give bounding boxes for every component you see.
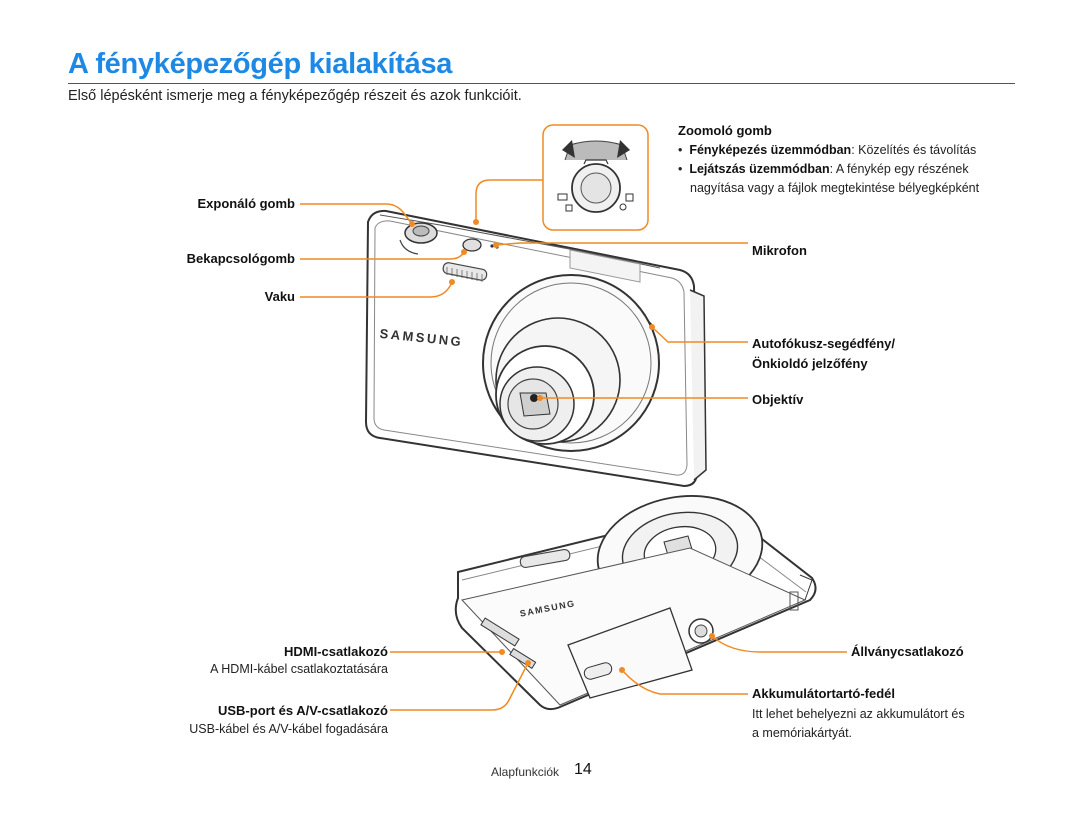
title-rule (68, 83, 1015, 84)
camera-bottom: SAMSUNG (454, 495, 817, 711)
zoom-button-label: Zoomoló gomb (678, 123, 772, 138)
zoom-bullet-playback-bold: Lejátszás üzemmódban (689, 162, 830, 176)
af-assist-lamp-label: Autofókusz-segédfény/ (752, 336, 896, 351)
zoom-bullet-shooting-bold: Fényképezés üzemmódban (689, 143, 852, 157)
zoom-bullet-playback-text: : A fénykép egy részének (829, 162, 969, 176)
zoom-bullet-playback: • Lejátszás üzemmódban: A fénykép egy ré… (678, 162, 969, 176)
callout-dots (409, 219, 715, 673)
battery-cover-label: Akkumulátortartó-fedél (752, 686, 896, 701)
tripod-mount-label: Állványcsatlakozó (851, 644, 964, 659)
zoom-dial-inset (542, 124, 649, 231)
battery-cover-desc-2: a memóriakártyát. (752, 726, 853, 740)
callout-lines (300, 179, 847, 711)
page-number: 14 (574, 761, 592, 778)
hdmi-port-label: HDMI-csatlakozó (283, 644, 388, 659)
camera-front: SAMSUNG (364, 209, 707, 488)
usb-av-port-desc: USB-kábel és A/V-kábel fogadására (189, 722, 388, 736)
microphone-label: Mikrofon (752, 243, 807, 258)
hdmi-port-desc: A HDMI-kábel csatlakoztatására (210, 662, 388, 676)
power-button-label: Bekapcsológomb (186, 251, 295, 266)
intro-text: Első lépésként ismerje meg a fényképezőg… (68, 88, 522, 104)
usb-av-port-label: USB-port és A/V-csatlakozó (217, 703, 388, 718)
zoom-bullet-playback-cont: nagyítása vagy a fájlok megtekintése bél… (690, 181, 980, 195)
footer-section-name: Alapfunkciók (491, 765, 560, 779)
battery-cover-desc-1: Itt lehet behelyezni az akkumulátort és (752, 707, 965, 721)
shutter-button-label: Exponáló gomb (197, 196, 296, 211)
page-title: A fényképezőgép kialakítása (68, 48, 453, 80)
lens-label: Objektív (752, 392, 804, 407)
self-timer-lamp-label: Önkioldó jelzőfény (752, 356, 868, 371)
zoom-bullet-shooting-text: : Közelítés és távolítás (851, 143, 977, 157)
zoom-bullet-shooting: • Fényképezés üzemmódban: Közelítés és t… (678, 143, 977, 157)
flash-label: Vaku (264, 289, 295, 304)
